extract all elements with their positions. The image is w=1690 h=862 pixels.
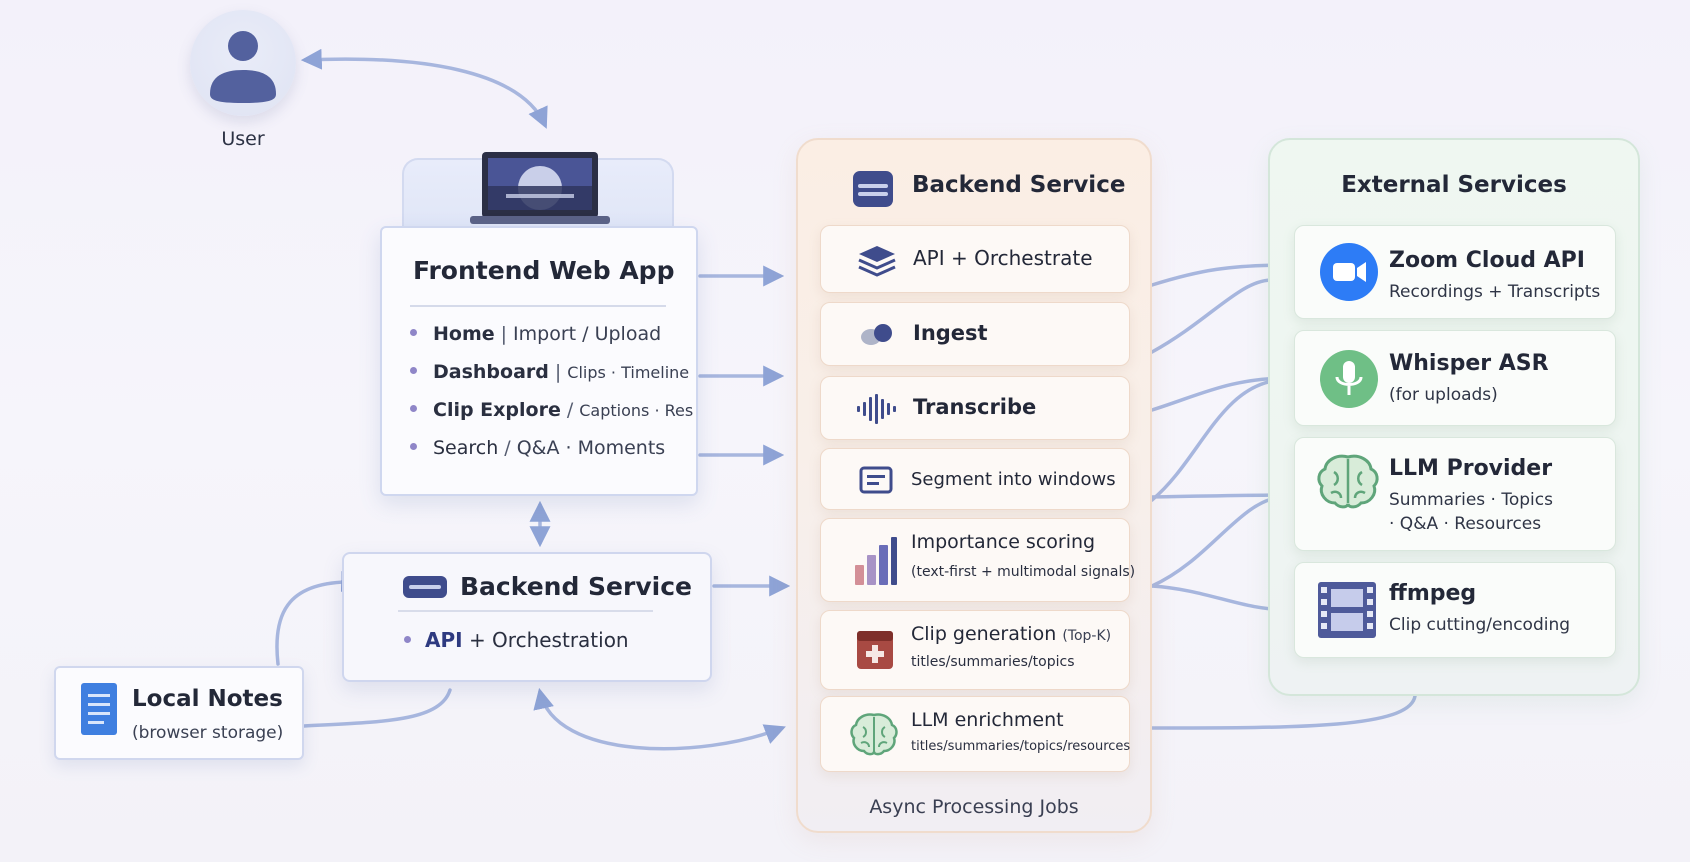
user-label: User: [221, 128, 265, 150]
pipeline-step-transcribe[interactable]: Transcribe: [820, 376, 1130, 440]
brain-icon: [1317, 454, 1379, 509]
external-service-zoom-desc: Recordings + Transcripts: [1389, 282, 1601, 302]
frontend-title: Frontend Web App: [413, 256, 675, 285]
local-notes-subtitle: (browser storage): [132, 723, 284, 743]
clip-icon: [857, 631, 893, 669]
pipeline-step-clip-generation-label: Clip generation (Top-K): [911, 623, 1112, 645]
pipeline-step-importance-label: Importance scoring: [911, 531, 1096, 553]
external-service-ffmpeg-name: ffmpeg: [1389, 581, 1477, 606]
pipeline-title: Backend Service: [912, 172, 1126, 198]
frontend-card: [380, 226, 698, 496]
pipeline-step-clip-generation[interactable]: Clip generation (Top-K) titles/summaries…: [820, 610, 1130, 690]
segment-icon: [859, 466, 893, 494]
pipeline-step-api[interactable]: API + Orchestrate: [820, 225, 1130, 293]
server-icon: [853, 171, 893, 207]
laptop-icon: [470, 152, 610, 224]
external-service-llm-desc: Summaries · Topics: [1389, 490, 1553, 510]
connector-enrichment-external: [1150, 694, 1417, 730]
layers-icon: [858, 246, 896, 277]
external-services-title: External Services: [1341, 172, 1567, 198]
external-service-llm-name: LLM Provider: [1389, 456, 1553, 481]
backend-service-card: [342, 552, 712, 682]
user-icon: [210, 31, 276, 103]
document-icon: [81, 683, 117, 735]
frontend-divider: [410, 305, 666, 307]
pipeline-step-segment[interactable]: Segment into windows: [820, 448, 1130, 510]
pipeline-step-ingest-label: Ingest: [913, 321, 988, 345]
bullet-icon: [410, 329, 417, 336]
pipeline-step-importance[interactable]: Importance scoring (text-first + multimo…: [820, 518, 1135, 602]
external-service-ffmpeg[interactable]: ffmpeg Clip cutting/encoding: [1294, 562, 1616, 658]
connector-pipeline-zoom-2: [1150, 278, 1274, 354]
microphone-icon: [1320, 350, 1378, 408]
external-service-ffmpeg-desc: Clip cutting/encoding: [1389, 615, 1571, 635]
frontend-item-search[interactable]: Search/Q&A · Moments: [410, 437, 665, 459]
pipeline-step-importance-sub: (text-first + multimodal signals): [911, 564, 1136, 580]
film-strip-icon: [1318, 582, 1376, 638]
frontend-item-clip-explore[interactable]: Clip Explore/Captions · Res: [410, 399, 693, 421]
pipeline-step-llm-enrichment[interactable]: LLM enrichment titles/summaries/topics/r…: [820, 696, 1130, 772]
local-notes-title: Local Notes: [132, 686, 283, 712]
connector-user-frontend: [300, 48, 548, 129]
external-service-llm-desc-2: · Q&A · Resources: [1389, 514, 1542, 534]
pipeline-step-llm-enrichment-sub: titles/summaries/topics/resources: [911, 739, 1131, 754]
backend-service-divider: [398, 610, 653, 612]
pipeline-step-llm-enrichment-label: LLM enrichment: [911, 709, 1064, 731]
external-service-zoom[interactable]: Zoom Cloud API Recordings + Transcripts: [1294, 225, 1616, 319]
bullet-icon: [404, 636, 411, 643]
backend-service-item-api: API + Orchestration: [404, 628, 629, 652]
pipeline-step-segment-label: Segment into windows: [911, 469, 1116, 490]
bullet-icon: [410, 443, 417, 450]
external-service-whisper-name: Whisper ASR: [1389, 351, 1549, 376]
pipeline-step-clip-generation-sub: titles/summaries/topics: [911, 654, 1075, 670]
ingest-icon: [861, 324, 892, 345]
external-service-zoom-name: Zoom Cloud API: [1389, 248, 1585, 273]
frontend-item-dashboard[interactable]: Dashboard|Clips · Timeline: [410, 361, 689, 383]
external-service-whisper-desc: (for uploads): [1389, 385, 1498, 405]
bullet-icon: [410, 405, 417, 412]
server-icon: [403, 576, 447, 598]
brain-icon: [850, 713, 898, 756]
pipeline-step-transcribe-label: Transcribe: [913, 395, 1037, 419]
bullet-icon: [410, 367, 417, 374]
backend-service-title: Backend Service: [460, 572, 692, 601]
external-service-whisper[interactable]: Whisper ASR (for uploads): [1294, 330, 1616, 426]
pipeline-step-clip-generation-aside: (Top-K): [1062, 628, 1112, 644]
pipeline-step-api-label: API + Orchestrate: [913, 246, 1093, 270]
connector-backend-enrichment: [533, 687, 786, 751]
connector-pipeline-llm-2: [1150, 495, 1284, 588]
connector-pipeline-whisper-2: [1150, 378, 1282, 502]
connector-notes-backend-lower: [302, 688, 452, 728]
pipeline-footer: Async Processing Jobs: [869, 796, 1079, 818]
frontend-item-home[interactable]: Home|Import / Upload: [410, 323, 661, 345]
user-avatar: [190, 10, 296, 116]
pipeline-step-ingest[interactable]: Ingest: [820, 302, 1130, 366]
external-service-llm[interactable]: LLM Provider Summaries · Topics · Q&A · …: [1294, 437, 1616, 551]
waveform-icon: [857, 394, 896, 424]
bar-chart-icon: [855, 537, 897, 585]
video-camera-icon: [1320, 243, 1378, 301]
